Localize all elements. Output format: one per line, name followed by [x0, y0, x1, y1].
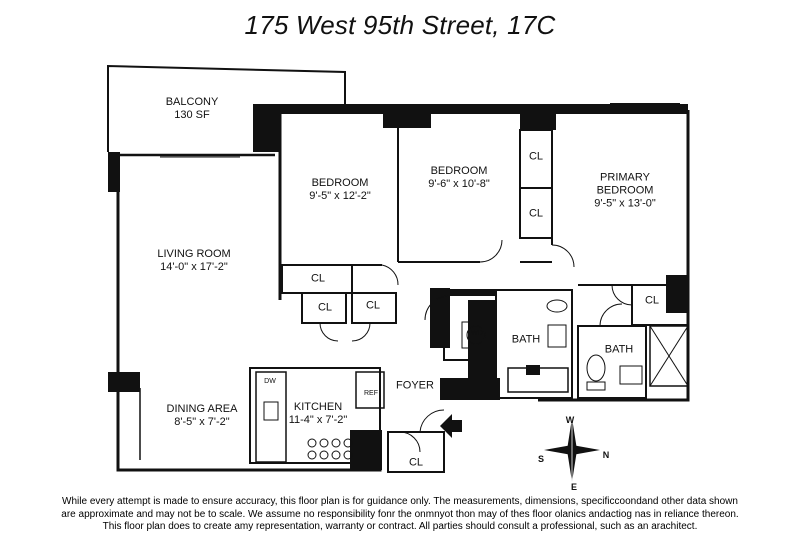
- column: [383, 104, 431, 128]
- closet-label: CL: [365, 299, 381, 312]
- room-label-bedroom: BEDROOM 9'-5" x 12'-2": [309, 177, 371, 202]
- closet-label: CL: [528, 207, 544, 220]
- compass-north-label: N: [602, 450, 610, 460]
- column: [666, 275, 688, 313]
- room-label-kitchen: KITCHEN 11-4" x 7'-2": [288, 401, 348, 426]
- disclaimer-line: are approximate and may not be to scale.…: [61, 508, 739, 520]
- refrigerator-label: REF: [364, 390, 378, 397]
- washer-dryer-label: WD: [471, 330, 483, 337]
- column: [108, 152, 120, 192]
- closet-label: CL: [317, 301, 333, 314]
- room-label-balcony: BALCONY 130 SF: [165, 96, 219, 121]
- column: [350, 430, 382, 470]
- disclaimer-line: This floor plan does to create amy repre…: [102, 521, 698, 532]
- exterior-wall-right: [538, 110, 690, 402]
- room-label-bath: BATH: [511, 333, 541, 346]
- column: [108, 372, 140, 392]
- room-label-bedroom-2: BEDROOM 9'-6" x 10'-8": [428, 165, 490, 190]
- column: [253, 104, 281, 152]
- compass-west-label: W: [565, 415, 575, 425]
- room-label-dining-area: DINING AREA 8'-5" x 7'-2": [166, 403, 238, 428]
- compass-east-label: E: [570, 482, 578, 492]
- entry-arrow-icon: [440, 414, 462, 438]
- washer-dryer: [461, 321, 491, 349]
- dishwasher-label: DW: [264, 378, 276, 385]
- sink: [547, 324, 567, 348]
- compass-icon: [544, 418, 600, 482]
- room-label-foyer: FOYER: [396, 379, 434, 392]
- balcony-outline: [107, 64, 346, 152]
- plan-title: 175 West 95th Street, 17C: [244, 10, 556, 40]
- disclaimer-line: While every attempt is made to ensure ac…: [62, 496, 738, 507]
- closet-label: CL: [644, 294, 660, 307]
- column: [520, 104, 556, 130]
- column: [110, 388, 138, 392]
- closet-label: CL: [408, 456, 424, 469]
- room-label-bath-2: BATH: [604, 343, 634, 356]
- room-label-living-room: LIVING ROOM 14'-0" x 17'-2": [157, 248, 231, 273]
- compass-south-label: S: [537, 454, 545, 464]
- closet-label: CL: [528, 150, 544, 163]
- closet-label: CL: [310, 272, 326, 285]
- disclaimer: While every attempt is made to ensure ac…: [10, 496, 790, 534]
- room-label-primary-bedroom: PRIMARY BEDROOM 9'-5" x 13'-0": [594, 171, 656, 210]
